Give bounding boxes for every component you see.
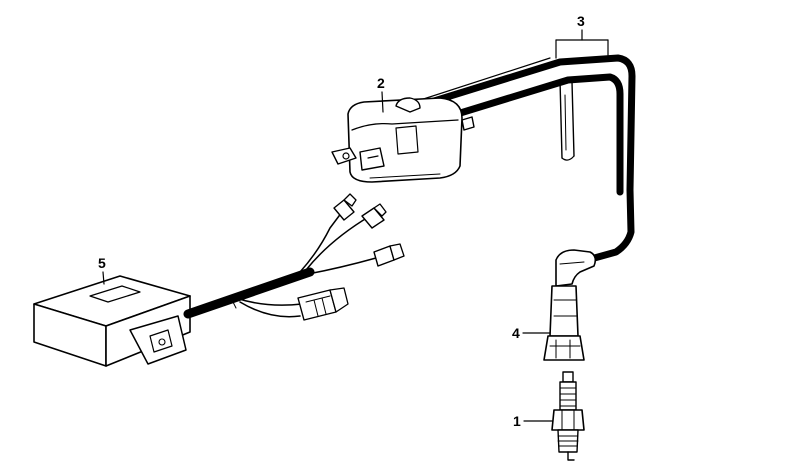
callout-label-spark-plug: 1 (513, 413, 521, 429)
control-unit (33, 275, 191, 367)
callout-label-control-unit: 5 (98, 255, 106, 271)
wiring-harness (183, 193, 405, 321)
callouts: 1 2 3 4 5 (98, 13, 609, 429)
callout-label-ignition-cable: 3 (577, 13, 585, 29)
ignition-coil (331, 97, 463, 183)
callout-label-spark-plug-connector: 4 (512, 325, 520, 341)
spark-plug-connector (543, 249, 597, 361)
ignition-cable (401, 54, 636, 266)
callout-label-ignition-coil: 2 (377, 75, 385, 91)
spark-plug (551, 371, 585, 461)
